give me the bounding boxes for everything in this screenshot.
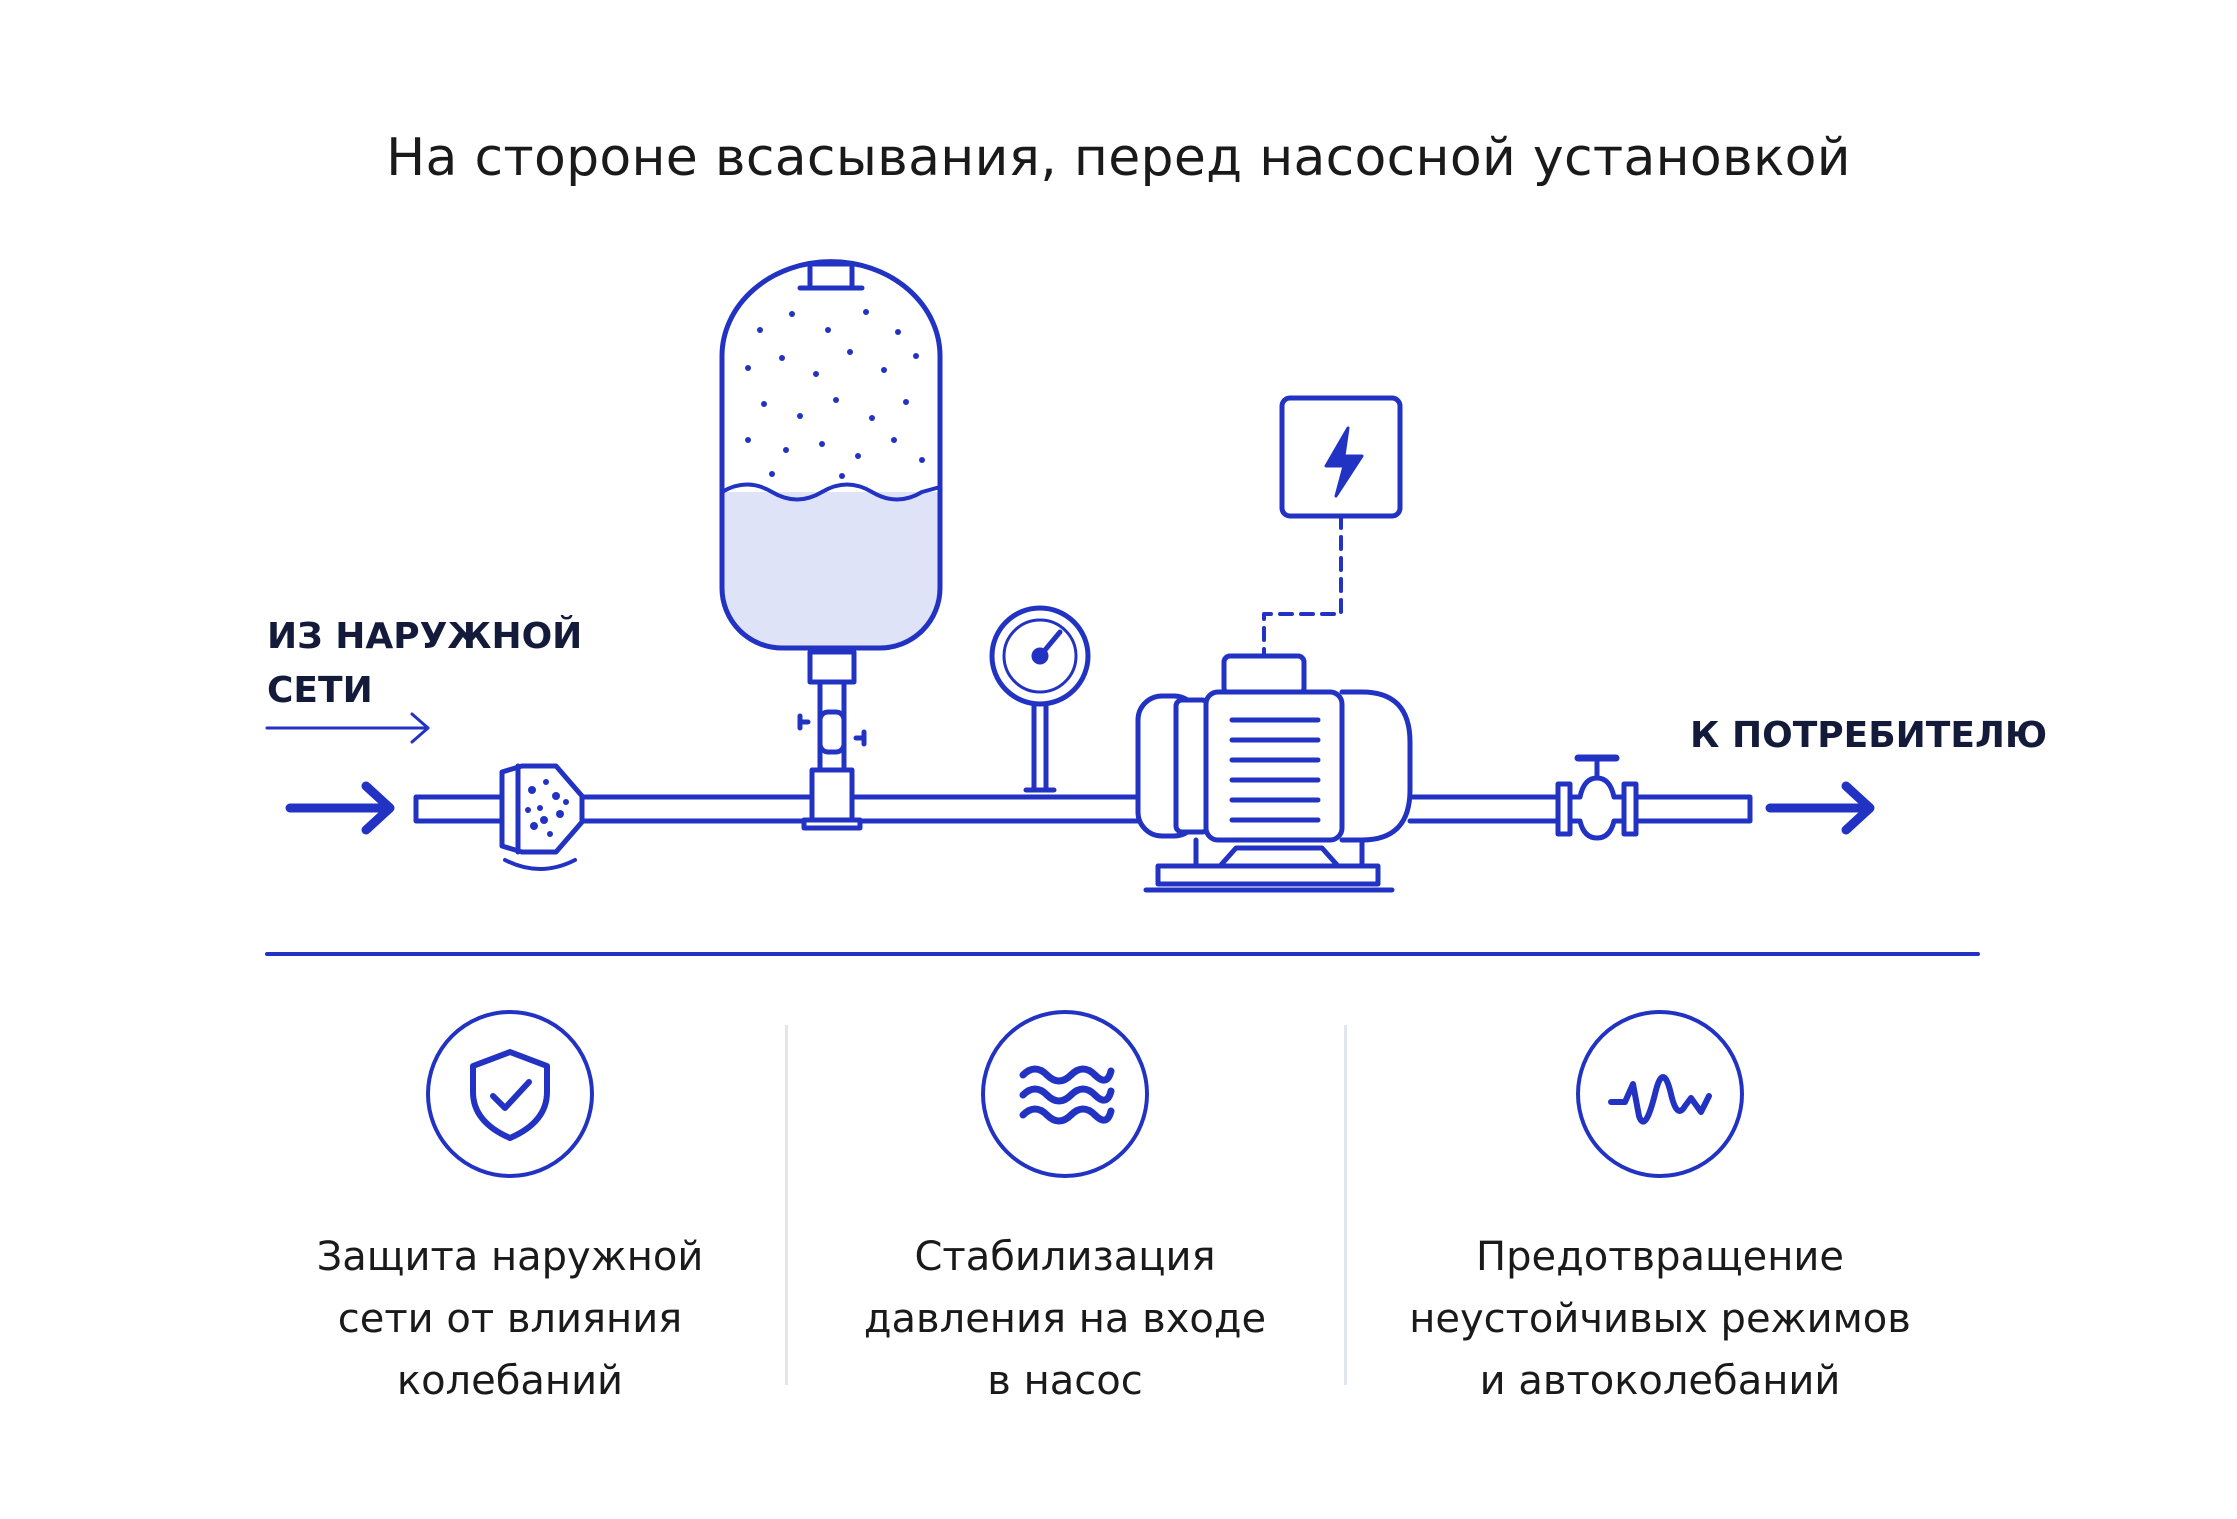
control-box — [1262, 395, 1403, 662]
tank-air-dots — [745, 309, 925, 479]
pressure-gauge-icon — [989, 605, 1091, 793]
tank-connection — [797, 649, 867, 831]
benefit-protection-text: Защита наружной сети от влияния колебани… — [316, 1234, 704, 1404]
small-inlet-arrow — [265, 712, 430, 744]
shield-check-icon — [426, 1010, 594, 1178]
inlet-label-line2: СЕТИ — [267, 670, 373, 711]
benefit-stabilization-text: Стабилизация давления на входе в насос — [863, 1234, 1267, 1404]
benefit-separator — [1344, 1025, 1347, 1385]
waves-icon — [981, 1010, 1149, 1178]
benefit-prevention-text: Предотвращение неустойчивых режимов и ав… — [1409, 1234, 1911, 1404]
benefit-separator — [785, 1025, 788, 1385]
filter-particles — [525, 779, 569, 837]
expansion-tank — [719, 259, 943, 651]
inlet-arrow-icon — [285, 781, 395, 835]
diagram-title: На стороне всасывания, перед насосной ус… — [386, 128, 1851, 188]
inlet-label-line1: ИЗ НАРУЖНОЙ — [267, 616, 583, 657]
benefit-protection: Защита наружной сети от влияния колебани… — [230, 1010, 790, 1412]
outlet-label: К ПОТРЕБИТЕЛЮ — [1690, 715, 2048, 756]
benefit-stabilization: Стабилизация давления на входе в насос — [785, 1010, 1345, 1412]
pump-motor — [1135, 653, 1413, 893]
outlet-arrow-icon — [1765, 781, 1875, 835]
benefit-prevention: Предотвращение неустойчивых режимов и ав… — [1380, 1010, 1940, 1412]
inlet-label: ИЗ НАРУЖНОЙ СЕТИ — [267, 610, 582, 718]
oscillation-icon — [1576, 1010, 1744, 1178]
outlet-valve-icon — [1555, 754, 1639, 841]
main-pipe — [413, 794, 1753, 824]
